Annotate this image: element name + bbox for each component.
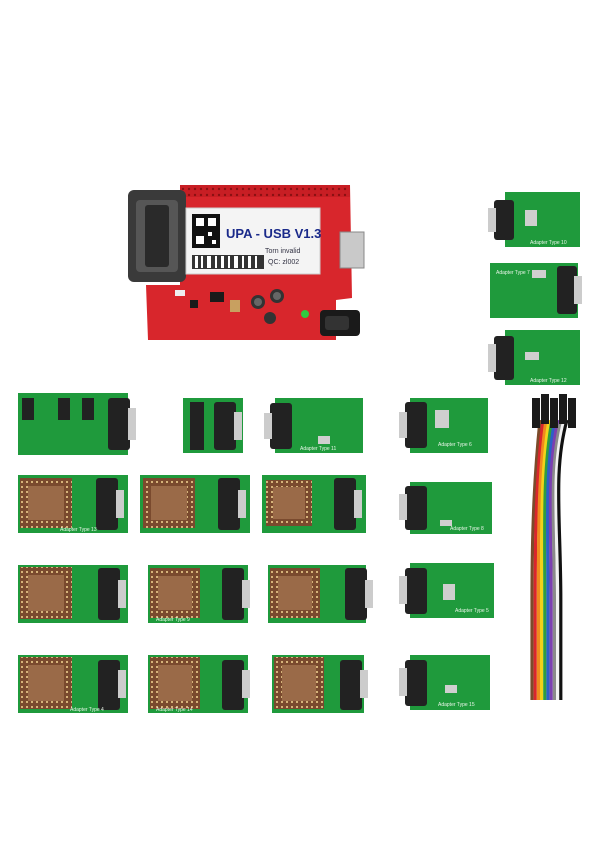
- led-indicator: [301, 310, 309, 318]
- adapter-label: Adapter Type 5: [455, 608, 489, 614]
- adapter-board-11: Adapter Type 11: [264, 398, 363, 453]
- adapter-plcc-1: Adapter Type 13: [18, 475, 128, 533]
- ribbon-cable: [530, 394, 576, 700]
- upa-usb-main-board: UPA - USB V1.3 Torn invalid QC: zl002: [128, 185, 365, 340]
- adapter-label: Adapter Type 13: [60, 527, 97, 533]
- cable-strand: [551, 419, 563, 700]
- adapter-plcc-5: Adapter Type 9: [148, 565, 250, 623]
- adapter-label: Adapter Type 9: [156, 617, 190, 623]
- adapter-label: Adapter Type 7: [496, 270, 530, 276]
- dupont-connector: [568, 398, 576, 428]
- cable-strand: [536, 419, 548, 700]
- cable-strand: [554, 419, 566, 700]
- adapter-plcc-6: [268, 565, 373, 623]
- adapter-board-12: Adapter Type 12: [488, 330, 580, 385]
- usb-port: [339, 231, 365, 269]
- adapter-label: Adapter Type 15: [438, 702, 475, 708]
- adapter-plcc-4: [18, 565, 128, 623]
- dupont-connector: [541, 394, 549, 424]
- cable-strand: [557, 419, 569, 700]
- cable-strand: [545, 419, 557, 700]
- cable-strand: [543, 419, 554, 700]
- adapter-plcc-7: Adapter Type 4: [18, 655, 128, 713]
- adapter-label: Adapter Type 12: [530, 378, 567, 384]
- adapter-board-pins-small: [183, 398, 243, 453]
- board-title: UPA - USB V1.3: [226, 226, 321, 241]
- adapter-plcc-9: [272, 655, 368, 713]
- adapter-board-7: Adapter Type 7: [490, 263, 582, 318]
- adapter-plcc-2: [140, 475, 250, 533]
- adapter-label: Adapter Type 14: [156, 707, 193, 713]
- adapter-label: Adapter Type 10: [530, 240, 567, 246]
- adapter-board-6: Adapter Type 6: [399, 398, 488, 453]
- adapter-board-8: Adapter Type 8: [399, 482, 492, 534]
- adapter-board-dip-pins: [18, 393, 136, 455]
- adapter-label: Adapter Type 8: [450, 526, 484, 532]
- cable-strand: [548, 419, 560, 700]
- adapter-plcc-8: Adapter Type 14: [148, 655, 250, 713]
- adapter-label: Adapter Type 11: [300, 446, 336, 452]
- adapter-board-10: Adapter Type 10: [488, 192, 580, 247]
- adapter-label: Adapter Type 4: [70, 707, 104, 713]
- dupont-connector: [550, 398, 558, 428]
- dupont-connector: [532, 398, 540, 428]
- adapter-plcc-3: [262, 475, 366, 533]
- adapter-board-15: Adapter Type 15: [399, 655, 490, 710]
- cable-strand: [533, 419, 545, 700]
- adapter-label: Adapter Type 6: [438, 442, 472, 448]
- sticker-text-1: Torn invalid: [265, 248, 301, 255]
- dupont-connector: [559, 394, 567, 424]
- sticker-text-2: QC: zl002: [268, 259, 299, 266]
- adapter-board-5: Adapter Type 5: [399, 563, 494, 618]
- cable-strand: [539, 419, 551, 700]
- cable-strand: [530, 419, 542, 700]
